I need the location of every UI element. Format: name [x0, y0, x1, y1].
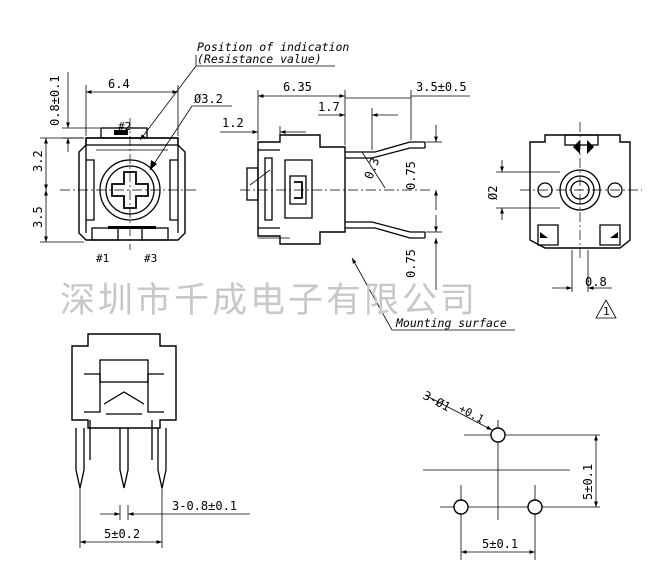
pin-3-label: #3: [144, 252, 157, 265]
company-watermark: 深圳市千成电子有限公司: [60, 281, 478, 321]
side-depth-dim: 6.35: [283, 80, 312, 94]
pcb-horizontal-dim: 5±0.1: [482, 537, 518, 551]
pin-1-label: #1: [96, 252, 109, 265]
side-dimensions: 6.35 1.7 1.2 3.5±0.5 0.3 0.75 0.75 Mount…: [220, 80, 515, 331]
front-dimensions: 6.4 0.8±0.1 3.2 3.5 Ø3.2 #2 #1 #3 Positi…: [31, 40, 349, 265]
pcb-layout: [423, 420, 600, 560]
rear-dimensions: Ø2 0.8 1: [486, 160, 617, 319]
indication-note-line2: (Resistance value): [197, 52, 322, 66]
front-view: [60, 118, 198, 250]
side-lead-dim: 1.7: [318, 100, 340, 114]
rear-tab-dim: 0.8: [585, 275, 607, 289]
front-lower-dim: 3.5: [31, 206, 45, 228]
front-hole-dim: Ø3.2: [194, 92, 223, 106]
mounting-surface-note: Mounting surface: [395, 316, 507, 330]
pin-2-label: #2: [118, 120, 131, 133]
bottom-view: [71, 333, 177, 489]
pcb-holes-dim: 3-Ø1: [421, 388, 453, 414]
side-radius-dim: 0.3: [362, 156, 383, 181]
pcb-vertical-dim: 5±0.1: [581, 464, 595, 500]
rear-hole-dim: Ø2: [486, 186, 500, 200]
bottom-pin-dim: 3-0.8±0.1: [172, 499, 237, 513]
tolerance-symbol: 1: [603, 305, 610, 318]
front-top-dim: 0.8±0.1: [48, 75, 62, 126]
side-view: [240, 134, 430, 245]
pcb-holes-tol: +0.1: [457, 402, 487, 426]
side-lower-dim: 0.75: [404, 249, 418, 278]
side-upper-dim: 0.75: [404, 161, 418, 190]
bottom-dimensions: 5±0.2 3-0.8±0.1: [79, 488, 250, 548]
indication-note-line1: Position of indication: [197, 40, 349, 54]
rear-view: [520, 122, 642, 260]
side-offset-dim: 3.5±0.5: [416, 80, 467, 94]
front-upper-dim: 3.2: [31, 150, 45, 172]
front-width-dim: 6.4: [108, 77, 130, 91]
side-flange-dim: 1.2: [222, 116, 244, 130]
bottom-pitch-dim: 5±0.2: [104, 527, 140, 541]
